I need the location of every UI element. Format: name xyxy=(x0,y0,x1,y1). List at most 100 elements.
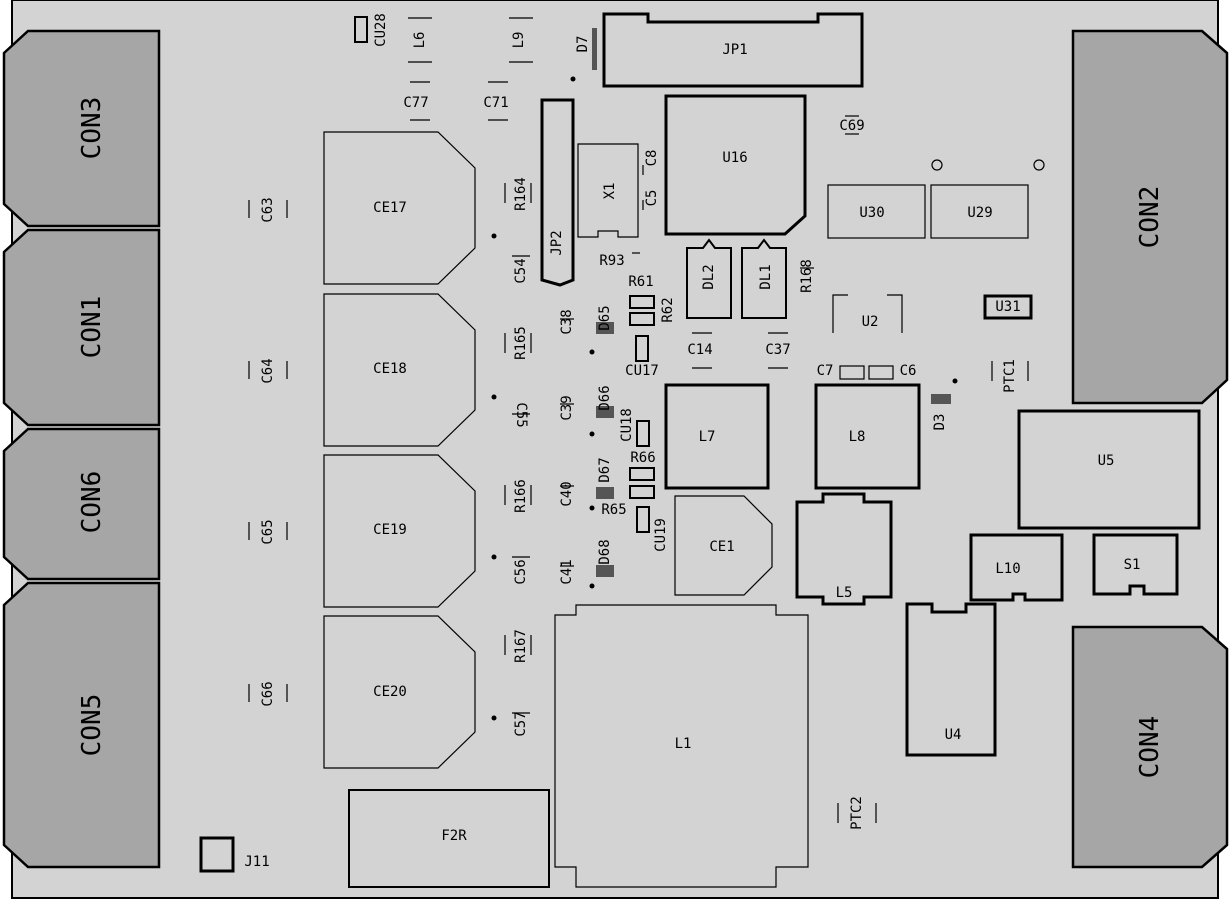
chip-u29[interactable]: U29 xyxy=(930,159,1045,239)
resistor-r62[interactable]: R62 xyxy=(629,297,676,326)
diode-d3[interactable]: D3 xyxy=(931,378,958,431)
inductor-l6[interactable]: L6 xyxy=(408,17,432,63)
inductor-l10[interactable]: L10 xyxy=(969,533,1064,602)
resistor-r66[interactable]: R66 xyxy=(629,450,656,481)
jumper-jp1[interactable]: JP1 xyxy=(602,12,864,88)
connector-con2[interactable]: CON2 xyxy=(1071,29,1229,405)
jumper-jp2[interactable]: JP2 xyxy=(540,98,575,287)
diode-d65[interactable]: D65 xyxy=(589,305,615,355)
inductor-l5[interactable]: L5 xyxy=(795,492,893,606)
diode-d7[interactable]: D7 xyxy=(570,28,598,82)
chip-u2[interactable]: U2 xyxy=(832,294,903,333)
inductor-l7[interactable]: L7 xyxy=(664,383,770,490)
l10-label: L10 xyxy=(995,561,1020,577)
component-cu17[interactable]: CU17 xyxy=(625,335,659,379)
led-dl2[interactable]: DL2 xyxy=(686,238,732,319)
dl2-label: DL2 xyxy=(701,264,717,289)
capacitor-c64[interactable]: C64 xyxy=(248,358,288,384)
resistor-r164[interactable]: R164 xyxy=(504,177,532,211)
c71-label: C71 xyxy=(483,95,508,111)
resistor-r166[interactable]: R166 xyxy=(504,479,532,513)
capacitor-c6[interactable]: C6 xyxy=(868,363,917,380)
chip-u5[interactable]: U5 xyxy=(1017,409,1201,530)
component-cu18[interactable]: CU18 xyxy=(619,408,650,447)
connector-con4[interactable]: CON4 xyxy=(1071,625,1229,869)
ce20-label: CE20 xyxy=(373,684,407,700)
connector-con1[interactable]: CON1 xyxy=(2,228,161,427)
capacitor-c56[interactable]: C56 xyxy=(512,556,530,585)
ptc-ptc1[interactable]: PTC1 xyxy=(991,359,1029,393)
jumper-j11[interactable]: J11 xyxy=(199,836,270,873)
capacitor-c41[interactable]: C41 xyxy=(559,559,575,584)
led-dl1[interactable]: DL1 xyxy=(741,238,787,319)
inductor-l8[interactable]: L8 xyxy=(814,383,921,490)
capacitor-c37[interactable]: C37 xyxy=(765,332,791,369)
resistor-r165[interactable]: R165 xyxy=(504,326,532,360)
connector-con5[interactable]: CON5 xyxy=(2,581,161,869)
capacitor-c57[interactable]: C57 xyxy=(512,711,530,737)
cu18-label: CU18 xyxy=(619,408,635,442)
d67-label: D67 xyxy=(597,457,613,482)
diode-d67[interactable]: D67 xyxy=(589,457,615,511)
crystal-x1[interactable]: X1 xyxy=(577,143,639,238)
diode-d68[interactable]: D68 xyxy=(589,539,615,589)
component-cu28[interactable]: CU28 xyxy=(354,13,389,47)
capacitor-c55[interactable]: C55 xyxy=(512,402,530,428)
c66-label: C66 xyxy=(260,681,276,706)
resistor-r168[interactable]: R168 xyxy=(799,259,815,293)
u2-label: U2 xyxy=(862,314,879,330)
chip-u16[interactable]: U16 xyxy=(664,94,807,236)
capacitor-c5[interactable]: C5 xyxy=(642,190,660,210)
fuse-f2r[interactable]: F2R xyxy=(348,789,550,888)
capacitor-c8[interactable]: C8 xyxy=(642,150,660,175)
l1-label: L1 xyxy=(675,736,692,752)
c6-label: C6 xyxy=(900,363,917,379)
resistor-r61[interactable]: R61 xyxy=(628,274,655,309)
r65-label: R65 xyxy=(601,502,626,518)
capacitor-c77[interactable]: C77 xyxy=(403,81,430,121)
chip-u31[interactable]: U31 xyxy=(983,294,1033,320)
resistor-r167[interactable]: R167 xyxy=(504,629,532,663)
u4-label: U4 xyxy=(945,727,962,743)
capacitor-c71[interactable]: C71 xyxy=(483,81,509,121)
capacitor-c14[interactable]: C14 xyxy=(687,332,713,369)
chip-u30[interactable]: U30 xyxy=(827,159,943,239)
capacitor-c65[interactable]: C65 xyxy=(248,519,288,545)
connector-con3[interactable]: CON3 xyxy=(2,29,161,228)
diode-d66[interactable]: D66 xyxy=(589,385,615,437)
capacitor-c63[interactable]: C63 xyxy=(248,197,288,223)
resistor-r65[interactable]: R65 xyxy=(601,485,655,518)
cu17-label: CU17 xyxy=(625,363,659,379)
c57-label: C57 xyxy=(513,711,529,736)
switch-s1[interactable]: S1 xyxy=(1092,533,1179,596)
c7-label: C7 xyxy=(817,363,834,379)
d7-label: D7 xyxy=(575,36,591,53)
capacitor-c69[interactable]: C69 xyxy=(839,115,865,135)
con6-label: CON6 xyxy=(77,471,107,534)
component-cu19[interactable]: CU19 xyxy=(636,506,669,552)
capacitor-c7[interactable]: C7 xyxy=(817,363,865,380)
capacitor-c39[interactable]: C39 xyxy=(559,395,575,420)
capacitor-c66[interactable]: C66 xyxy=(248,681,288,707)
electrolytic-ce19[interactable]: CE19 xyxy=(323,454,497,608)
inductor-l9[interactable]: L9 xyxy=(509,17,533,63)
x1-label: X1 xyxy=(602,183,618,200)
electrolytic-ce1[interactable]: CE1 xyxy=(674,495,773,596)
electrolytic-ce20[interactable]: CE20 xyxy=(323,615,497,769)
chip-u4[interactable]: U4 xyxy=(905,602,997,757)
capacitor-c54[interactable]: C54 xyxy=(512,255,530,284)
ptc-ptc2[interactable]: PTC2 xyxy=(837,796,877,830)
con2-label: CON2 xyxy=(1135,186,1165,249)
c14-label: C14 xyxy=(687,342,712,358)
l8-label: L8 xyxy=(849,429,866,445)
electrolytic-ce17[interactable]: CE17 xyxy=(323,131,497,285)
r93-label: R93 xyxy=(599,253,624,269)
capacitor-c40[interactable]: C40 xyxy=(559,481,575,506)
inductor-l1[interactable]: L1 xyxy=(554,604,809,888)
electrolytic-ce18[interactable]: CE18 xyxy=(323,293,497,447)
c38-label: C38 xyxy=(559,309,575,334)
resistor-r93[interactable]: R93 xyxy=(599,252,640,269)
capacitor-c38[interactable]: C38 xyxy=(559,309,575,334)
connector-con6[interactable]: CON6 xyxy=(2,427,161,581)
